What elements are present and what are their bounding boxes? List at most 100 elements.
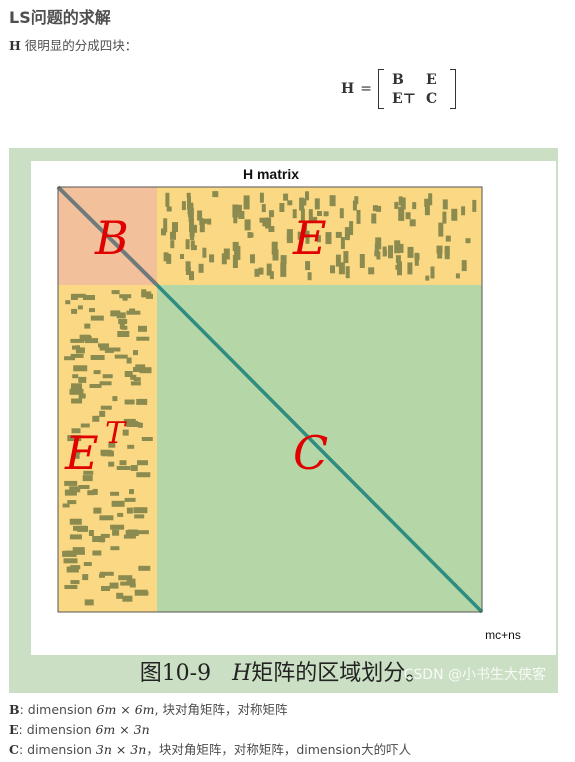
- sparse-entry: [352, 200, 357, 211]
- sparse-entry: [111, 500, 125, 507]
- sparse-entry: [116, 592, 124, 599]
- sparse-entry: [372, 205, 378, 212]
- sparse-entry: [125, 530, 139, 536]
- sparse-entry: [124, 497, 136, 502]
- sparse-entry: [461, 206, 466, 216]
- sparse-entry: [268, 226, 275, 232]
- sparse-entry: [442, 211, 447, 224]
- sparse-entry: [438, 222, 444, 237]
- sparse-entry: [430, 266, 435, 279]
- sparse-entry: [69, 388, 84, 395]
- sparse-entry: [116, 312, 126, 319]
- intro-symbol: H: [9, 38, 21, 53]
- sparse-entry: [99, 410, 106, 417]
- sparse-entry: [126, 422, 141, 427]
- sparse-entry: [99, 515, 114, 521]
- dimension-line-c: C: dimension 3n × 3n，块对角矩阵，对称矩阵，dimensio…: [9, 740, 411, 760]
- sparse-entry: [117, 331, 130, 337]
- sparse-entry: [339, 208, 344, 219]
- sparse-entry: [118, 319, 128, 324]
- sparse-entry: [207, 218, 212, 225]
- sparse-entry: [100, 405, 112, 410]
- sparse-entry: [455, 273, 460, 279]
- sparse-entry: [265, 217, 272, 229]
- sparse-entry: [428, 193, 433, 206]
- sparse-entry: [259, 217, 266, 223]
- line-c-pre: : dimension: [18, 742, 96, 757]
- sparse-entry: [130, 381, 141, 386]
- sparse-entry: [76, 550, 85, 555]
- sparse-entry: [269, 271, 274, 280]
- watermark: CSDN @小书生大侠客: [403, 667, 546, 683]
- sparse-entry: [92, 550, 102, 556]
- sparse-entry: [338, 262, 345, 275]
- sparse-entry: [398, 206, 405, 221]
- sparse-entry: [236, 204, 242, 212]
- sparse-entry: [343, 251, 349, 264]
- sparse-entry: [201, 218, 208, 224]
- sparse-entry: [354, 196, 359, 205]
- sparse-entry: [110, 546, 120, 551]
- sparse-entry: [187, 208, 194, 218]
- label-e: E: [292, 211, 327, 265]
- matrix-grid: B E E⊤ C: [384, 70, 450, 108]
- sparse-entry: [102, 374, 113, 379]
- sparse-entry: [83, 295, 95, 300]
- sparse-entry: [75, 347, 85, 354]
- sparse-entry: [330, 265, 335, 274]
- sparse-entry: [108, 442, 116, 448]
- sparse-entry: [165, 192, 170, 207]
- sparse-entry: [110, 491, 120, 496]
- sparse-entry: [134, 589, 148, 596]
- sparse-entry: [356, 209, 361, 224]
- sparse-entry: [66, 566, 79, 571]
- sparse-entry: [126, 507, 133, 514]
- sparse-entry: [122, 429, 129, 436]
- sparse-entry: [77, 305, 83, 310]
- sparse-entry: [445, 235, 451, 242]
- sparse-entry: [111, 290, 120, 295]
- sparse-entry: [137, 422, 143, 428]
- sparse-entry: [287, 200, 293, 206]
- sparse-entry: [198, 263, 204, 273]
- sparse-entry: [108, 461, 115, 467]
- sparse-entry: [161, 228, 166, 236]
- sparse-entry: [317, 211, 322, 216]
- sparse-entry: [414, 252, 419, 266]
- caption-rest: 矩阵的区域划分。: [251, 661, 428, 686]
- sparse-entry: [129, 583, 136, 588]
- sparse-entry: [63, 558, 78, 564]
- sparse-entry: [189, 271, 194, 281]
- sparse-entry: [344, 227, 350, 241]
- sparse-entry: [136, 336, 150, 341]
- right-bracket: [449, 69, 456, 109]
- sparse-entry: [78, 376, 87, 383]
- h-matrix-plot: H matrix B E E T C mc+ns: [56, 166, 521, 642]
- sparse-entry: [100, 533, 110, 538]
- dimension-line-e: E: dimension 6m × 3n: [9, 720, 411, 740]
- sparse-entry: [314, 198, 320, 210]
- line-e-pre: : dimension: [18, 722, 96, 737]
- sparse-entry: [78, 393, 86, 399]
- sparse-entry: [209, 254, 215, 263]
- sparse-entry: [190, 231, 195, 241]
- symbol-e: E: [9, 722, 19, 737]
- sparse-entry: [84, 323, 91, 329]
- line-c-post: ，块对角矩阵，对称矩阵，dimension大的吓人: [146, 742, 412, 757]
- sparse-entry: [395, 255, 401, 264]
- sparse-entry: [92, 488, 98, 495]
- sparse-entry: [80, 423, 90, 428]
- sparse-entry: [130, 465, 138, 471]
- sparse-entry: [250, 254, 255, 264]
- sparse-entry: [124, 399, 135, 405]
- sparse-entry: [124, 371, 133, 377]
- sparse-entry: [70, 353, 84, 358]
- intro-text: 很明显的分成四块：: [24, 38, 138, 53]
- sparse-entry: [436, 245, 443, 254]
- sparse-entry: [74, 453, 80, 459]
- sparse-entry: [114, 354, 128, 359]
- equation-lhs: H: [341, 81, 355, 97]
- sparse-entry: [166, 206, 172, 212]
- sparse-entry: [69, 518, 82, 525]
- line-e-math: 6m × 3n: [95, 722, 150, 737]
